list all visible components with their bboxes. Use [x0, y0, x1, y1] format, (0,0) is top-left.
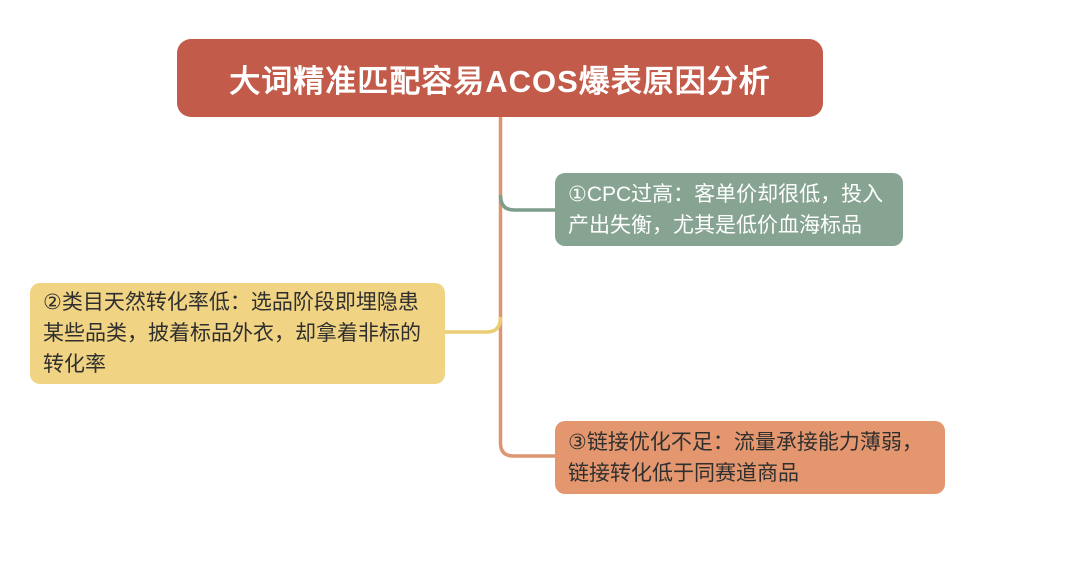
connector-trunk: [498, 117, 556, 458]
connector-branch-green: [498, 194, 556, 212]
node-text-line: 产出失衡，尤其是低价血海标品: [568, 213, 862, 237]
root-node-title[interactable]: 大词精准匹配容易ACOS爆表原因分析: [177, 39, 823, 117]
node-text-line: 转化率: [43, 353, 106, 376]
node-text-line: ③链接优化不足：流量承接能力薄弱，: [568, 430, 923, 454]
node-reason-2-category-low-cvr[interactable]: ②类目天然转化率低：选品阶段即埋隐患 某些品类，披着标品外衣，却拿着非标的 转化…: [30, 283, 445, 384]
node-reason-3-listing-weak[interactable]: ③链接优化不足：流量承接能力薄弱， 链接转化低于同赛道商品: [555, 421, 945, 494]
node-text-line: ①CPC过高：客单价却很低，投入: [568, 182, 884, 206]
node-reason-1-cpc-too-high[interactable]: ①CPC过高：客单价却很低，投入 产出失衡，尤其是低价血海标品: [555, 173, 903, 246]
node-text-line: ②类目天然转化率低：选品阶段即埋隐患: [43, 291, 419, 314]
node-text-line: 链接转化低于同赛道商品: [568, 461, 799, 485]
connector-branch-yellow: [444, 316, 503, 334]
node-text-line: 某些品类，披着标品外衣，却拿着非标的: [43, 322, 421, 345]
